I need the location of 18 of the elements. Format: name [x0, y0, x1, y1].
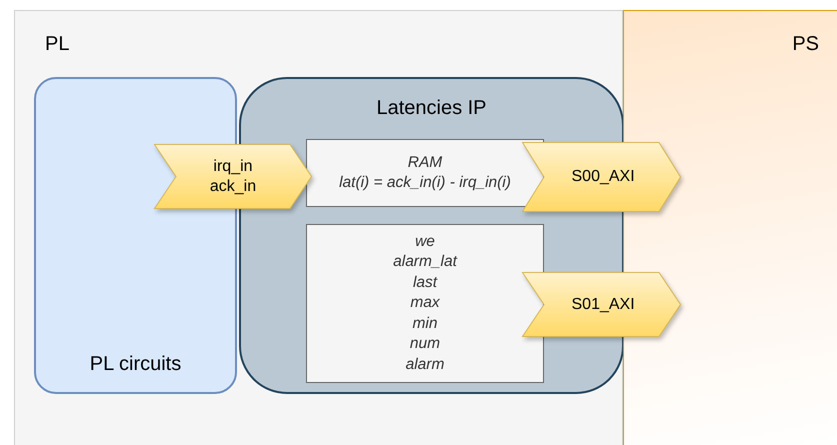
signal-name: alarm_lat: [393, 252, 457, 272]
port-name: irq_in ack_in: [208, 156, 258, 196]
region-title: PL circuits: [90, 353, 182, 375]
region-title: Latencies IP: [376, 97, 487, 119]
region-title: PS: [792, 33, 819, 55]
signal-name: alarm: [406, 354, 444, 375]
signal-name: RAM: [408, 152, 442, 172]
signal-name: min: [412, 314, 438, 334]
signal-name: max: [410, 293, 440, 314]
signal-name: num: [410, 334, 440, 354]
signal-name: lat(i) = ack_in(i) - irq_in(i): [339, 173, 511, 193]
register-box: [306, 139, 544, 207]
port-name: S01_AXI: [572, 294, 632, 314]
region-title: PL: [45, 33, 70, 55]
signal-name: we: [415, 232, 435, 252]
port-name: S00_AXI: [572, 167, 632, 187]
register-box: [306, 224, 544, 383]
signal-name: last: [412, 272, 438, 293]
